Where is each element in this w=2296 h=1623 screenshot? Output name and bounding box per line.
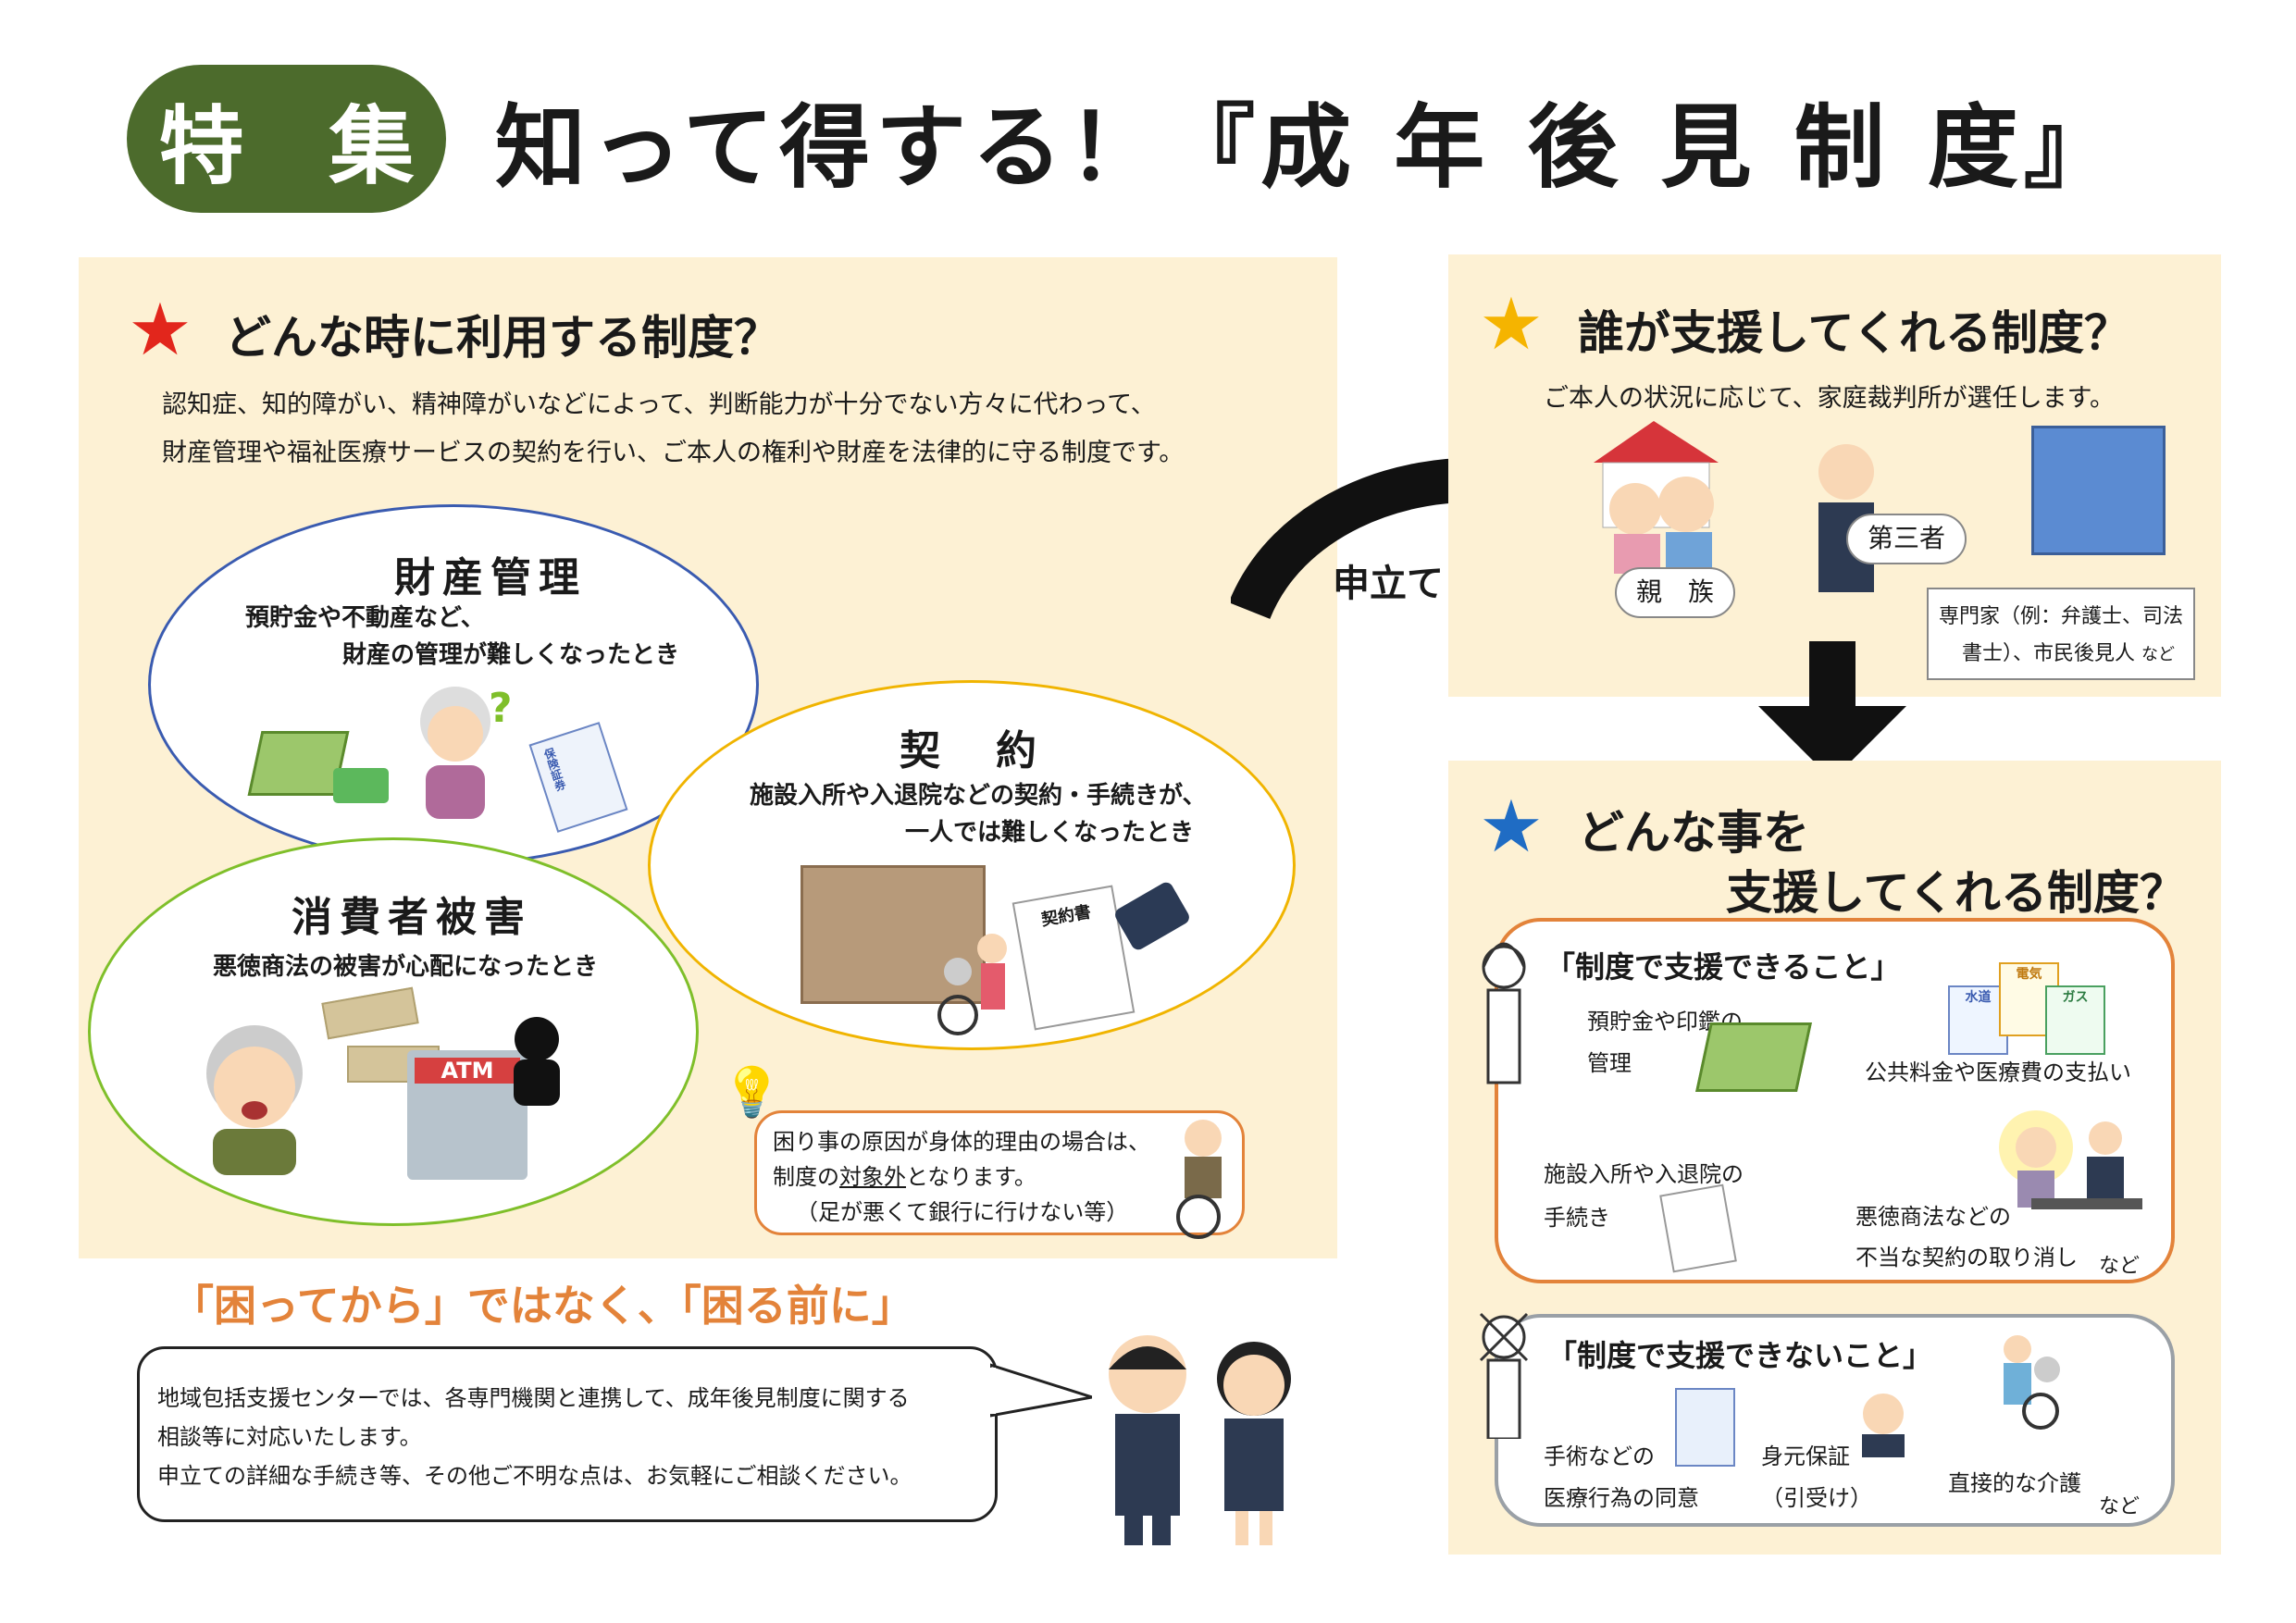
cannot-nado: など	[2099, 1495, 2141, 1518]
experts-box	[1927, 588, 2195, 680]
caregiving-icon	[1990, 1332, 2073, 1430]
cannot-item1-a: 手術などの	[1544, 1443, 1655, 1469]
cannot-item2-a: 身元保証	[1761, 1443, 1850, 1469]
physical-reason-note	[754, 1110, 1245, 1235]
ok-person-icon	[1471, 925, 1536, 1092]
can-item2: 公共料金や医療費の支払い	[1865, 1059, 2131, 1085]
family-court-icon	[2031, 426, 2166, 555]
experts-line2-text: 書士）、市民後見人	[1962, 642, 2136, 665]
cloud-consumer-line1: 悪徳商法の被害が心配になったとき	[213, 953, 599, 981]
atm-icon: ATM	[407, 1050, 527, 1180]
consultation-speech-bubble	[137, 1346, 998, 1522]
cannot-support-box	[1495, 1314, 2175, 1527]
cannot-item1-b: 医療行為の同意	[1544, 1485, 1699, 1511]
can-item4-b: 不当な契約の取り消し	[1855, 1245, 2078, 1270]
note-line2-pre: 制度の	[773, 1164, 839, 1190]
facility-building-icon	[800, 865, 986, 1004]
star-blue-icon: ★	[1479, 786, 1544, 869]
note-line2: 制度の対象外となります。	[773, 1159, 1036, 1195]
who-supports-sub: ご本人の状況に応じて、家庭裁判所が選任します。	[1544, 384, 2115, 413]
can-item4-a: 悪徳商法などの	[1855, 1204, 2011, 1230]
male-staff-icon	[1097, 1323, 1198, 1545]
cannot-item2-b: （引受け）	[1761, 1485, 1872, 1511]
slogan: 「困ってから」ではなく、「困る前に」	[171, 1281, 914, 1331]
can-support-box	[1495, 918, 2175, 1283]
can-item3-a: 施設入所や入退院の	[1544, 1161, 1744, 1187]
atm-label: ATM	[415, 1058, 520, 1084]
usage-title: どんな時に利用する制度？	[225, 311, 780, 365]
wheelchair-caregiver-icon	[925, 930, 1018, 1036]
cloud-asset-line1: 預貯金や不動産など、	[245, 604, 485, 632]
contract-doc-small-icon	[1659, 1183, 1737, 1273]
page-title: 知って得する！『成 年 後 見 制 度』	[495, 95, 2120, 201]
cloud-contract-line1: 施設入所や入退院などの契約・手続きが、	[750, 782, 1207, 810]
gas-bill-label: ガス	[2045, 985, 2105, 1055]
insurance-document-label: 保険証券	[541, 746, 568, 793]
cloud-asset-line2: 財産の管理が難しくなったとき	[342, 641, 680, 669]
usage-intro-1: 認知症、知的障がい、精神障がいなどによって、判断能力が十分でない方々に代わって、	[162, 390, 1156, 419]
relatives-tag: 親 族	[1615, 567, 1735, 618]
what-supports-title-2: 支援してくれる制度？	[1726, 866, 2186, 920]
contract-document-label: 契約書	[1039, 902, 1093, 931]
surprised-elderly-man-icon	[185, 1018, 324, 1175]
consultation-text: 地域包括支援センターでは、各専門機関と連携して、成年後見制度に関する 相談等に対…	[157, 1379, 912, 1495]
can-nado: など	[2099, 1255, 2141, 1278]
can-item3-b: 手続き	[1544, 1205, 1610, 1231]
cloud-consumer-damage	[88, 837, 699, 1226]
cannot-item3: 直接的な介護	[1948, 1470, 2081, 1496]
bankbook-seal-icon	[1695, 1022, 1812, 1092]
consultation-line3: 申立ての詳細な手続き等、その他ご不明な点は、お気軽にご相談ください。	[157, 1463, 912, 1489]
family-house-icon	[1584, 421, 1728, 574]
down-arrow-icon	[1758, 641, 1906, 780]
cloud-consumer-title: 消費者被害	[292, 894, 532, 941]
usage-intro-2: 財産管理や福祉医療サービスの契約を行い、ご本人の権利や財産を法律的に守る制度です…	[162, 439, 1185, 467]
water-bill-label: 水道	[1948, 985, 2008, 1055]
cloud-contract-title: 契 約	[900, 727, 1044, 774]
experts-nado: など	[2141, 645, 2176, 664]
hospital-icon	[1675, 1388, 1735, 1467]
speech-bubble-tail	[988, 1360, 1093, 1425]
criminal-icon	[504, 1013, 569, 1106]
note-line1: 困り事の原因が身体的理由の場合は、	[773, 1129, 1150, 1155]
ng-person-icon	[1471, 1300, 1536, 1441]
consultation-line1: 地域包括支援センターでは、各専門機関と連携して、成年後見制度に関する	[157, 1385, 910, 1411]
bank-card-icon	[333, 768, 389, 803]
experts-line1: 専門家（例：弁護士、司法	[1939, 605, 2184, 628]
can-item1-b: 管理	[1587, 1050, 1632, 1076]
utility-bills-icon: 水道 電気 ガス	[1948, 962, 2105, 1059]
question-mark-icon: ?	[489, 685, 513, 732]
elderly-wheelchair-icon	[1161, 1115, 1245, 1240]
note-line2-post: となります。	[906, 1164, 1036, 1190]
star-red-icon: ★	[128, 289, 192, 372]
who-supports-title: 誰が支援してくれる制度？	[1578, 306, 2130, 360]
consultation-line2: 相談等に対応いたします。	[157, 1424, 422, 1450]
star-yellow-icon: ★	[1479, 283, 1544, 366]
cloud-contract-line2: 一人では難しくなったとき	[905, 819, 1195, 847]
note-out-of-scope: 対象外	[839, 1164, 906, 1190]
experts-line2: 書士）、市民後見人 など	[1962, 637, 2175, 666]
female-staff-icon	[1208, 1328, 1300, 1545]
feature-badge: 特 集	[127, 65, 446, 213]
can-heading: 「制度で支援できること」	[1545, 949, 1901, 985]
cannot-heading: 「制度で支援できないこと」	[1547, 1338, 1933, 1373]
consultation-icon	[1994, 1110, 2147, 1221]
elderly-woman-icon	[407, 680, 504, 819]
guarantor-person-icon	[1851, 1388, 1916, 1457]
what-supports-title-1: どんな事を	[1578, 806, 1809, 860]
third-party-tag: 第三者	[1846, 514, 1967, 564]
petition-label: 申立て	[1333, 563, 1444, 605]
cloud-asset-title: 財産管理	[394, 554, 587, 601]
note-line3: （足が悪くて銀行に行けない等）	[796, 1199, 1129, 1225]
